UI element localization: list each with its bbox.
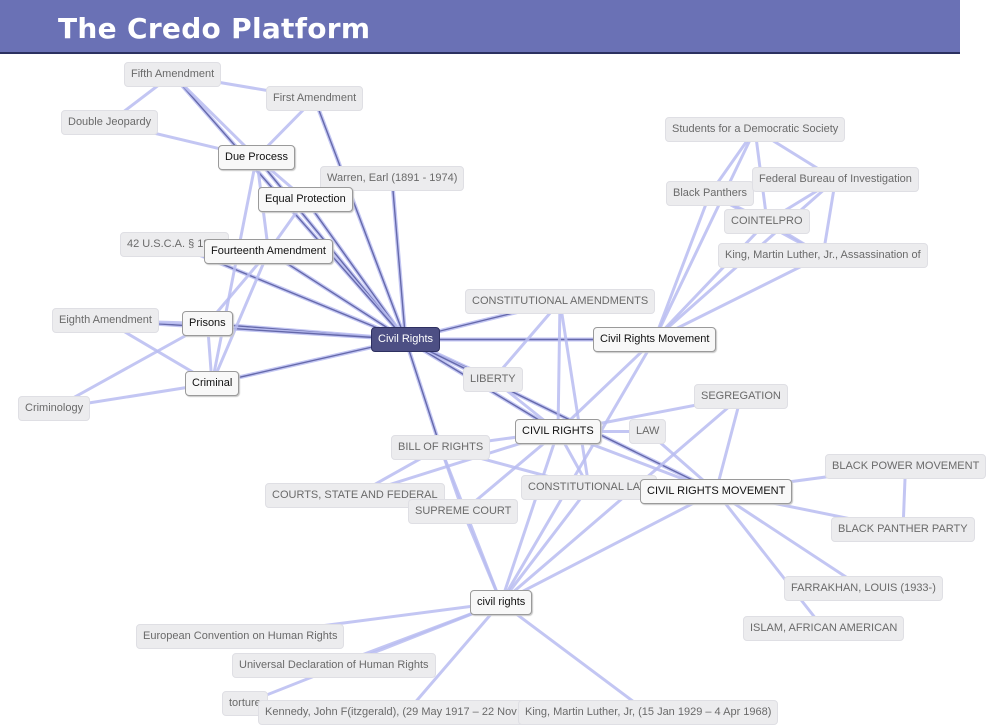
node-bill-of-rights[interactable]: BILL OF RIGHTS bbox=[391, 435, 491, 460]
edge-civil-rights-movement-caps-to-farrakhan bbox=[714, 490, 865, 590]
edge-due-process-to-fifth-amendment bbox=[171, 73, 258, 159]
edge-civil-rights-caps-to-constitutional-amendments bbox=[556, 300, 562, 433]
edge-civil-rights-lower-to-civil-rights-movement bbox=[499, 338, 656, 604]
edge-civil-rights-movement-caps-to-segregation bbox=[714, 395, 743, 493]
node-fbi[interactable]: Federal Bureau of Investigation bbox=[752, 167, 919, 192]
node-civil-rights-caps[interactable]: CIVIL RIGHTS bbox=[515, 419, 601, 444]
node-criminal[interactable]: Criminal bbox=[185, 371, 240, 396]
node-black-power-movement[interactable]: BLACK POWER MOVEMENT bbox=[825, 454, 986, 479]
edge-highlight-civil-rights-center-to-first-amendment bbox=[313, 98, 407, 340]
node-civil-rights-movement[interactable]: Civil Rights Movement bbox=[593, 327, 717, 352]
edge-civil-rights-lower-to-kennedy-john bbox=[405, 601, 503, 714]
node-constitutional-amendments[interactable]: CONSTITUTIONAL AMENDMENTS bbox=[465, 289, 656, 314]
edge-highlight-civil-rights-center-to-warren-earl bbox=[391, 178, 407, 340]
edge-civil-rights-movement-to-king-assassination bbox=[653, 254, 825, 341]
edge-civil-rights-caps-to-supreme-court bbox=[461, 430, 560, 513]
node-fourteenth-amendment[interactable]: Fourteenth Amendment bbox=[204, 239, 333, 264]
edge-civil-rights-lower-to-supreme-court bbox=[461, 510, 503, 604]
edge-civil-rights-movement-to-civil-rights-caps bbox=[556, 338, 656, 433]
edge-liberty-to-constitutional-amendments bbox=[491, 300, 562, 381]
node-king-martin-luther[interactable]: King, Martin Luther, Jr, (15 Jan 1929 – … bbox=[518, 700, 779, 725]
node-liberty[interactable]: LIBERTY bbox=[463, 367, 523, 392]
title-bar: The Credo Platform bbox=[0, 0, 960, 54]
edge-civil-rights-movement-to-black-panthers bbox=[653, 192, 712, 341]
node-warren-earl[interactable]: Warren, Earl (1891 - 1974) bbox=[320, 166, 465, 191]
node-cointelpro[interactable]: COINTELPRO bbox=[724, 209, 810, 234]
edge-prisons-to-criminology bbox=[52, 322, 209, 410]
node-supreme-court[interactable]: SUPREME COURT bbox=[408, 499, 519, 524]
node-black-panther-party[interactable]: BLACK PANTHER PARTY bbox=[831, 517, 975, 542]
node-eighth-amendment[interactable]: Eighth Amendment bbox=[52, 308, 159, 333]
edge-fourteenth-amendment-to-criminal bbox=[210, 250, 270, 385]
node-civil-rights-movement-caps[interactable]: CIVIL RIGHTS MOVEMENT bbox=[640, 479, 793, 504]
node-double-jeopardy[interactable]: Double Jeopardy bbox=[61, 110, 159, 135]
edge-civil-rights-lower-to-civil-rights-movement-caps bbox=[499, 490, 718, 604]
edge-civil-rights-lower-to-constitutional-law bbox=[499, 486, 591, 604]
edge-constitutional-amendments-to-constitutional-law bbox=[558, 300, 591, 489]
edge-highlight-civil-rights-center-to-civil-rights-movement-caps bbox=[405, 338, 717, 493]
node-european-convention[interactable]: European Convention on Human Rights bbox=[136, 624, 345, 649]
node-students-democratic-society[interactable]: Students for a Democratic Society bbox=[665, 117, 846, 142]
edge-highlight-civil-rights-center-to-fourteenth-amendment bbox=[268, 250, 406, 341]
node-kennedy-john[interactable]: Kennedy, John F(itzgerald), (29 May 1917… bbox=[258, 700, 555, 725]
edge-civil-rights-movement-caps-to-islam-african-american bbox=[714, 490, 825, 630]
node-farrakhan[interactable]: FARRAKHAN, LOUIS (1933-) bbox=[784, 576, 943, 601]
node-king-assassination[interactable]: King, Martin Luther, Jr., Assassination … bbox=[718, 243, 928, 268]
edge-due-process-to-criminal bbox=[210, 156, 258, 385]
node-law[interactable]: LAW bbox=[629, 419, 667, 444]
node-first-amendment[interactable]: First Amendment bbox=[266, 86, 364, 111]
node-criminology[interactable]: Criminology bbox=[18, 396, 91, 421]
edge-fbi-to-king-assassination bbox=[821, 178, 837, 257]
page-title: The Credo Platform bbox=[58, 12, 371, 45]
node-universal-declaration[interactable]: Universal Declaration of Human Rights bbox=[232, 653, 436, 678]
edge-highlight-civil-rights-center-to-bill-of-rights bbox=[404, 339, 442, 448]
edge-civil-rights-movement-to-cointelpro bbox=[653, 220, 769, 341]
node-segregation[interactable]: SEGREGATION bbox=[694, 384, 788, 409]
node-constitutional-law[interactable]: CONSTITUTIONAL LAW bbox=[521, 475, 658, 500]
node-equal-protection[interactable]: Equal Protection bbox=[258, 187, 353, 212]
node-islam-african-american[interactable]: ISLAM, AFRICAN AMERICAN bbox=[743, 616, 905, 641]
node-prisons[interactable]: Prisons bbox=[182, 311, 233, 336]
node-civil-rights-lower[interactable]: civil rights bbox=[470, 590, 533, 615]
edge-civil-rights-lower-to-king-martin-luther bbox=[499, 601, 650, 714]
node-civil-rights-center[interactable]: Civil Rights bbox=[371, 327, 441, 352]
edge-civil-rights-caps-to-civil-rights-lower bbox=[499, 430, 560, 604]
node-black-panthers[interactable]: Black Panthers bbox=[666, 181, 754, 206]
node-due-process[interactable]: Due Process bbox=[218, 145, 295, 170]
node-fifth-amendment[interactable]: Fifth Amendment bbox=[124, 62, 222, 87]
edge-civil-rights-movement-to-students-democratic-society bbox=[653, 128, 757, 341]
